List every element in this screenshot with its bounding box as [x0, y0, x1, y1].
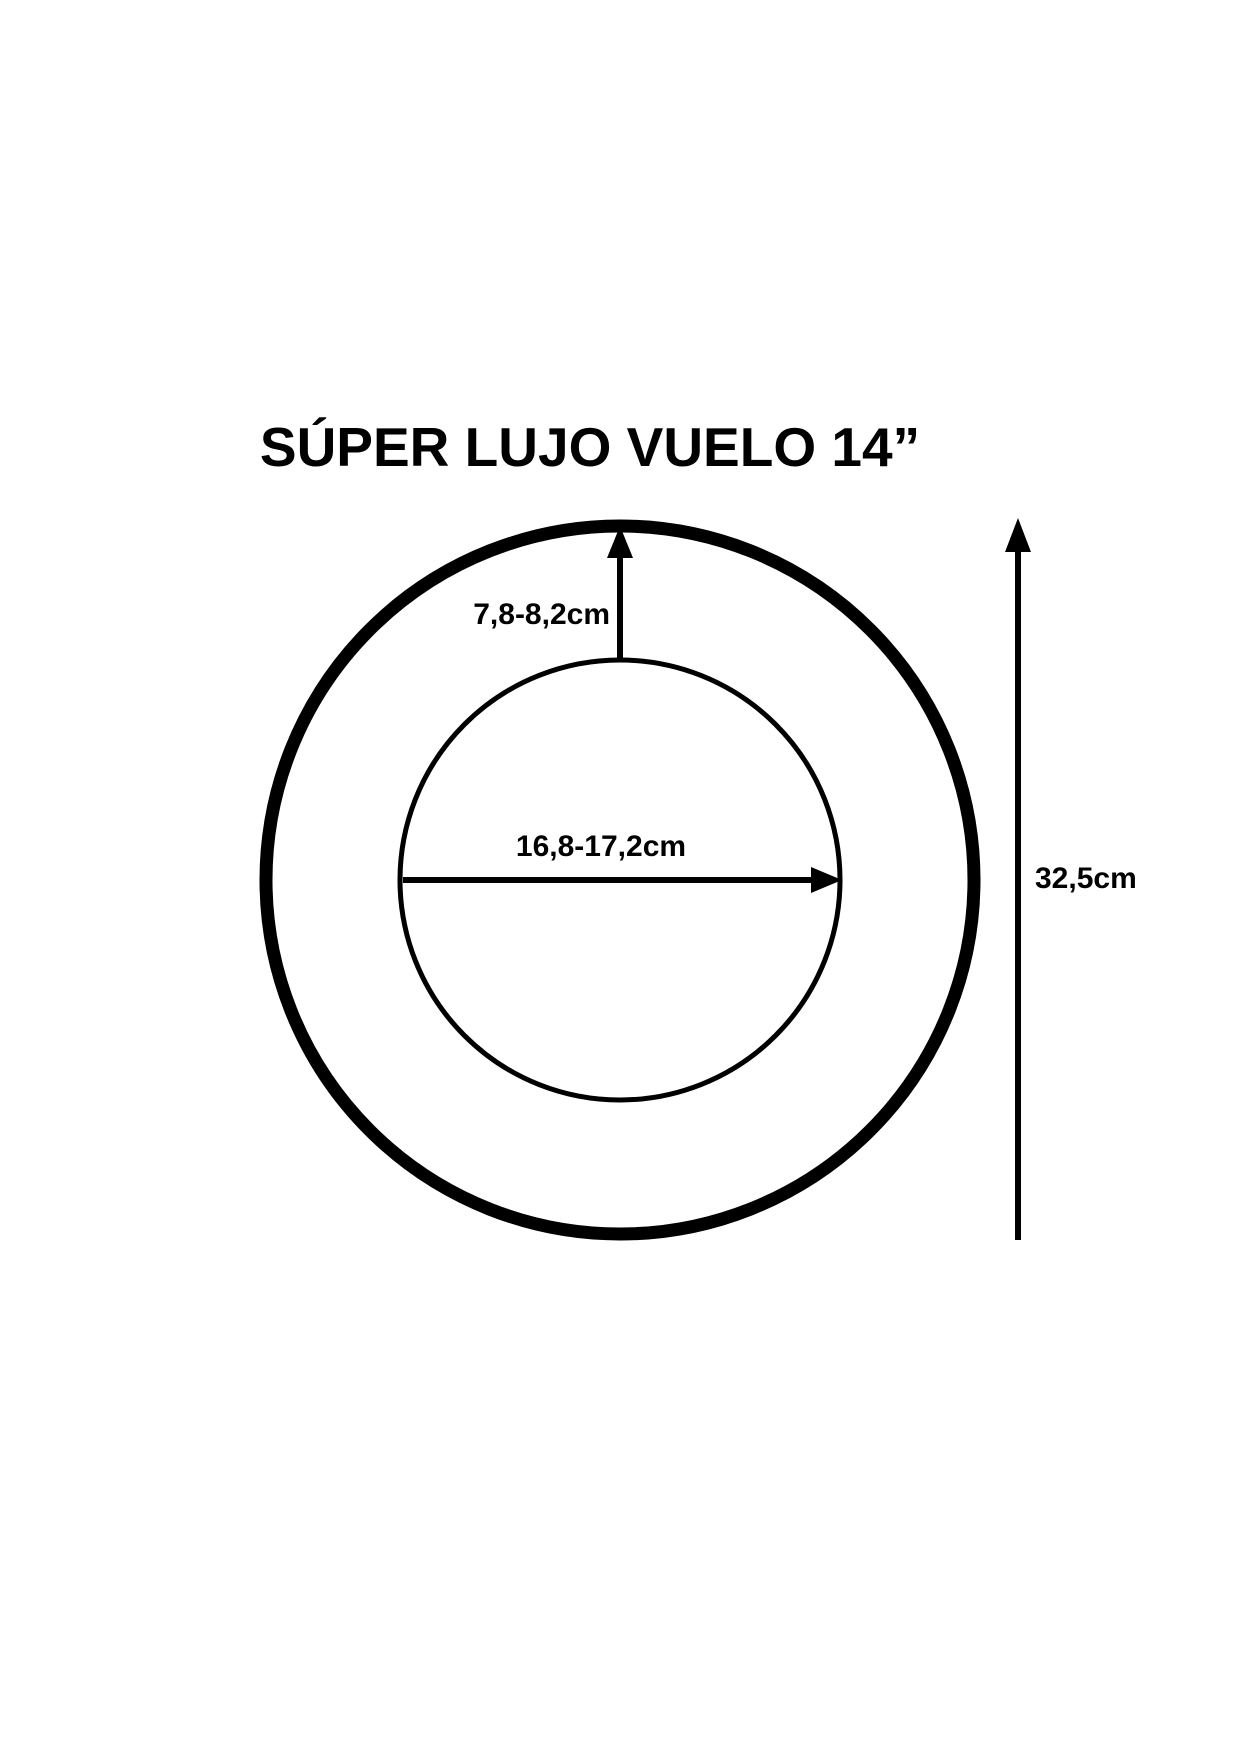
- arrowhead-right-icon: [811, 867, 842, 893]
- rim-width-arrow: [607, 526, 633, 662]
- outer-diameter-label: 32,5cm: [1035, 862, 1137, 895]
- inner-diameter-arrow: [403, 867, 842, 893]
- inner-diameter-label: 16,8-17,2cm: [516, 830, 686, 863]
- diagram-title: SÚPER LUJO VUELO 14”: [260, 416, 920, 478]
- rim-width-label: 7,8-8,2cm: [473, 598, 610, 631]
- arrowhead-up-icon: [1005, 518, 1031, 552]
- arrowhead-up-icon: [607, 526, 633, 558]
- outer-diameter-arrow: [1005, 518, 1031, 1240]
